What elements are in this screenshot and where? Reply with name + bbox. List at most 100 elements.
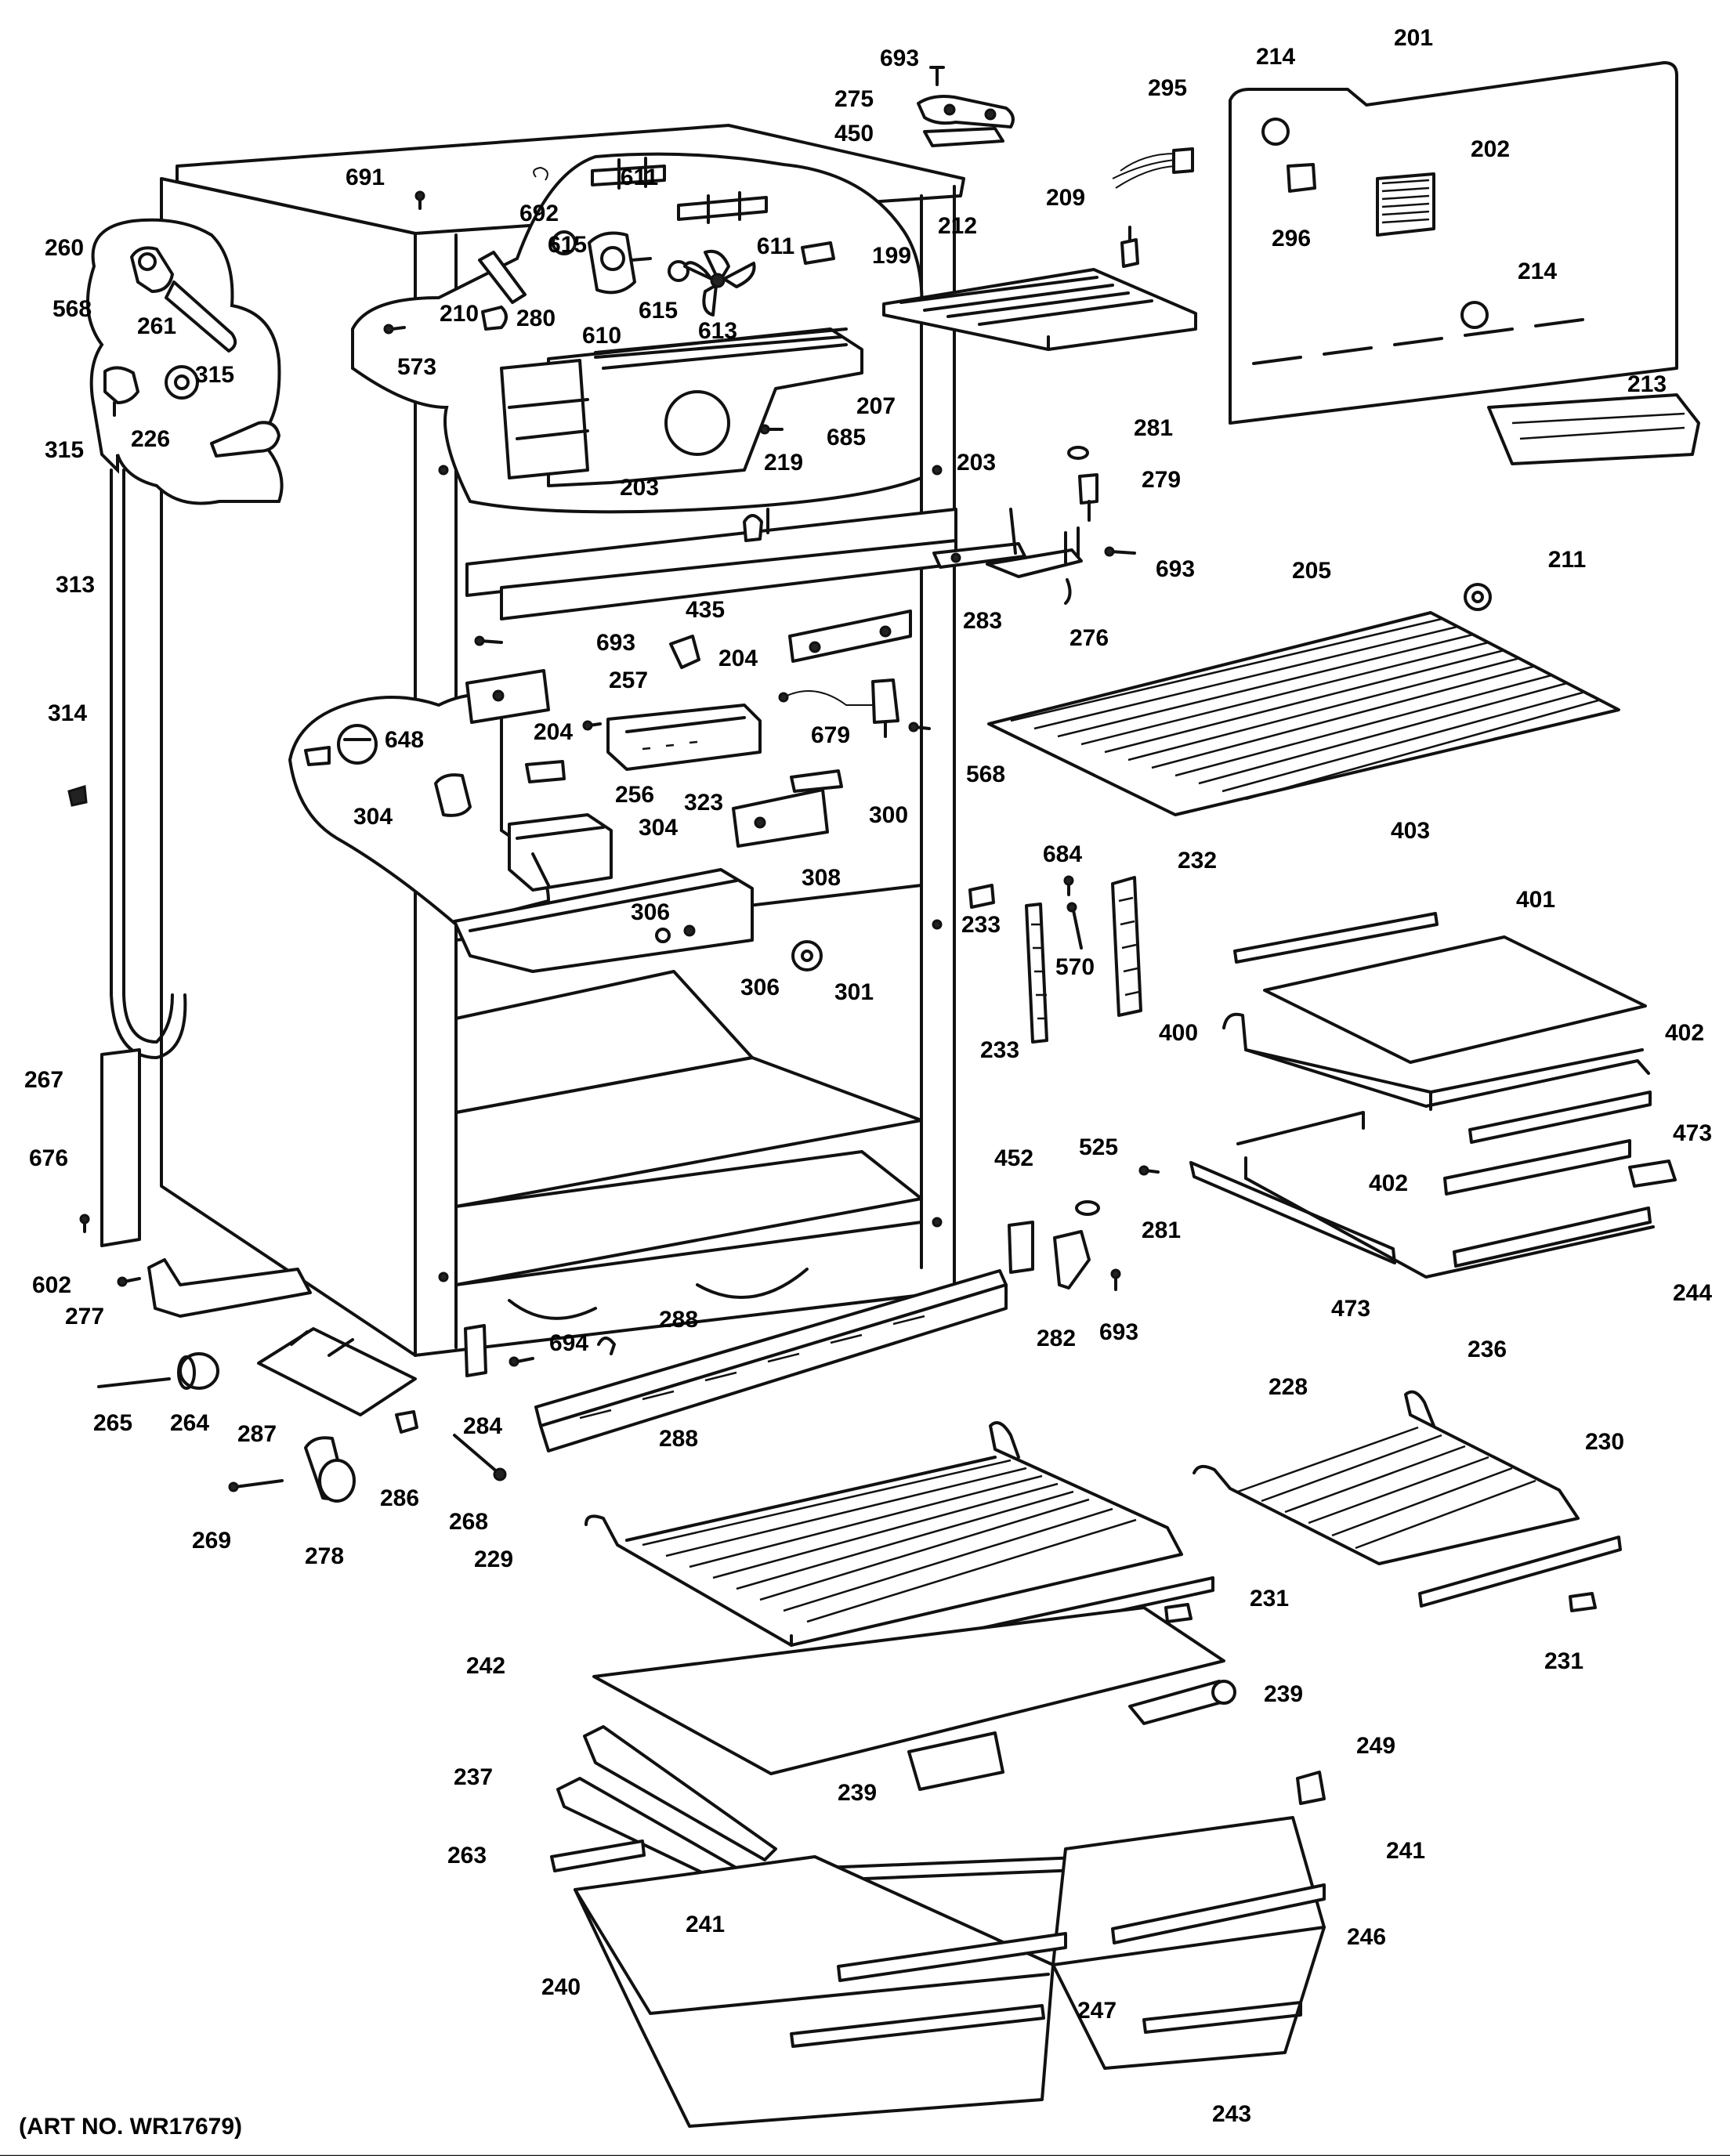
part-label-203: 203: [957, 450, 996, 476]
part-label-247: 247: [1077, 1998, 1117, 2024]
part-452-plate: [1008, 1221, 1034, 1274]
part-label-243: 243: [1212, 2101, 1251, 2127]
part-323-control-housing: [606, 704, 762, 771]
part-label-205: 205: [1292, 558, 1331, 584]
part-label-402: 402: [1665, 1020, 1704, 1046]
part-304-thermostat-small: [434, 773, 472, 817]
part-label-308: 308: [802, 865, 841, 891]
part-label-256: 256: [615, 782, 654, 808]
part-691-screw: [414, 190, 425, 210]
part-286-nut: [395, 1410, 418, 1434]
part-label-239: 239: [838, 1780, 877, 1806]
part-231-clip: [1164, 1592, 1597, 1623]
part-315-fitting: [103, 365, 199, 417]
part-label-676: 676: [29, 1145, 68, 1171]
part-label-288: 288: [659, 1307, 698, 1333]
part-label-207: 207: [856, 393, 896, 419]
part-label-691: 691: [346, 165, 385, 190]
part-694-screw: [509, 1356, 534, 1367]
part-label-315: 315: [195, 362, 234, 388]
part-label-232: 232: [1178, 848, 1217, 874]
part-label-244: 244: [1673, 1280, 1712, 1306]
part-label-264: 264: [170, 1410, 209, 1436]
part-label-237: 237: [454, 1764, 493, 1790]
part-243-crisper-pan: [1051, 1816, 1326, 2070]
part-265-axle: [97, 1377, 171, 1388]
part-212-tray: [882, 268, 1197, 351]
part-232-rail: [1111, 876, 1142, 1017]
part-256-switch: [525, 760, 566, 783]
part-label-241: 241: [686, 1912, 725, 1937]
part-693-screw-mid2: [474, 635, 503, 646]
part-692-wire: [533, 166, 548, 181]
part-label-213: 213: [1627, 371, 1667, 397]
part-label-236: 236: [1468, 1337, 1507, 1362]
part-label-231: 231: [1250, 1586, 1289, 1612]
part-label-249: 249: [1356, 1733, 1395, 1759]
part-205-wire-shelf: [987, 611, 1620, 816]
part-210-plug: [481, 306, 508, 331]
part-label-240: 240: [541, 1974, 581, 2000]
part-263-rail: [550, 1839, 646, 1872]
part-label-214: 214: [1518, 259, 1557, 284]
part-610-fan-motor: [588, 231, 652, 295]
part-219-sensor: [743, 514, 763, 542]
part-213-tray: [1487, 393, 1700, 465]
part-label-282: 282: [1037, 1326, 1076, 1351]
part-label-615: 615: [639, 298, 678, 324]
part-676-screw: [79, 1214, 90, 1233]
part-244-trim: [1453, 1206, 1652, 1268]
part-label-613: 613: [698, 318, 737, 344]
part-label-261: 261: [137, 313, 176, 339]
part-281-grommet-lower: [1075, 1200, 1100, 1216]
part-label-304: 304: [353, 804, 393, 830]
part-label-263: 263: [447, 1843, 487, 1868]
part-304-thermostat-assembly: [508, 813, 613, 892]
part-288-grille: [534, 1269, 1008, 1452]
part-label-402: 402: [1369, 1170, 1408, 1196]
part-300-switch: [871, 678, 899, 738]
part-269-pin: [228, 1479, 284, 1492]
part-239-guides: [907, 1680, 1236, 1791]
part-276-hinge: [986, 526, 1083, 605]
part-number-labels: 6932754502142012952022962142092121992136…: [24, 25, 1712, 2127]
part-label-201: 201: [1394, 25, 1433, 51]
part-label-233: 233: [980, 1037, 1019, 1063]
part-249-clip: [1296, 1771, 1326, 1805]
part-199-clip: [801, 241, 835, 265]
part-573-screw: [383, 324, 406, 335]
part-301-knob: [791, 940, 823, 971]
part-label-287: 287: [237, 1421, 277, 1447]
part-label-242: 242: [466, 1653, 505, 1679]
part-label-435: 435: [686, 597, 725, 623]
part-label-219: 219: [764, 450, 803, 476]
part-240-crisper-pan: [574, 1855, 1055, 2128]
part-label-570: 570: [1055, 954, 1095, 980]
part-280-tube: [478, 251, 527, 304]
part-400-shelf-frame: [1222, 1012, 1650, 1111]
part-693-screw-top: [929, 66, 945, 86]
part-211-cap: [1464, 583, 1492, 611]
part-228-wire-shelf: [1193, 1390, 1580, 1565]
part-284-plate: [464, 1324, 487, 1377]
part-277-bracket: [147, 1258, 312, 1318]
part-label-275: 275: [834, 86, 874, 112]
part-693-screw-mid: [1104, 546, 1136, 557]
part-295-wire-harness: [1112, 147, 1194, 189]
part-label-602: 602: [32, 1272, 71, 1298]
part-209-sensor: [1120, 226, 1139, 268]
part-label-401: 401: [1516, 887, 1555, 913]
part-label-239: 239: [1264, 1681, 1303, 1707]
part-label-323: 323: [684, 790, 723, 816]
part-602-screw: [117, 1276, 141, 1287]
part-label-288: 288: [659, 1426, 698, 1452]
part-242-glass: [592, 1606, 1225, 1775]
part-233-rail: [1025, 903, 1048, 1044]
part-207-evaporator-housing: [500, 327, 863, 487]
part-525-screw: [1138, 1165, 1160, 1176]
part-label-679: 679: [811, 722, 850, 748]
part-label-615: 615: [548, 232, 587, 258]
part-267-panel: [100, 1048, 141, 1247]
part-label-257: 257: [609, 667, 648, 693]
part-label-268: 268: [449, 1509, 488, 1535]
